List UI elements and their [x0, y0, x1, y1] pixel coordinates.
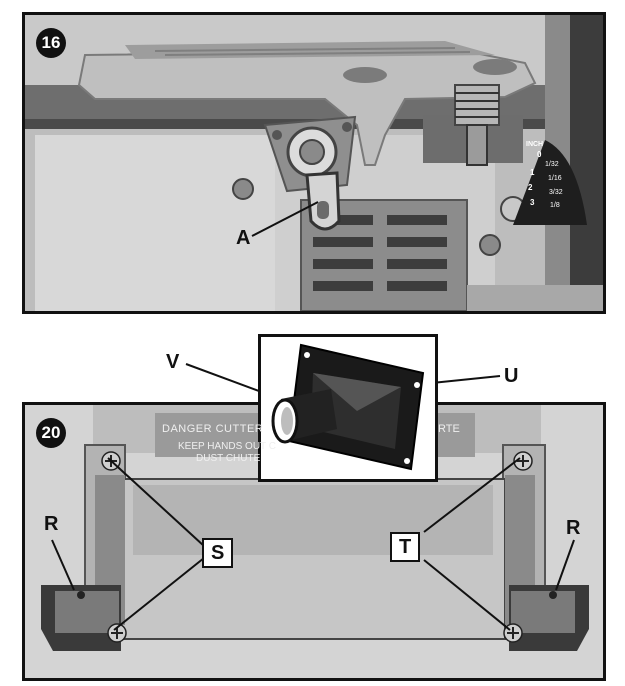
gauge-mark-1-8: 1/8 — [550, 202, 560, 209]
decal-line-1b: RTE — [438, 423, 460, 435]
gauge-unit-label: INCH — [526, 141, 544, 148]
figure-number-badge-16: 16 — [36, 28, 66, 58]
callout-r-left: R — [44, 513, 59, 535]
figure-16-panel — [22, 12, 606, 314]
callout-v: V — [166, 351, 180, 373]
decal-line-1a: DANGER CUTTER — [162, 423, 264, 435]
gauge-mark-2: 2 — [528, 183, 533, 192]
gauge-mark-0: 0 — [537, 150, 542, 159]
gauge-mark-3-32: 3/32 — [549, 189, 563, 196]
callout-r-right: R — [566, 517, 581, 539]
dust-chute-inset — [258, 334, 438, 482]
gauge-mark-3: 3 — [530, 198, 535, 207]
figure-number-badge-20: 20 — [36, 418, 66, 448]
gauge-mark-1: 1 — [530, 168, 535, 177]
figure-16-illustration — [25, 15, 603, 311]
dust-chute-illustration — [261, 337, 435, 479]
callout-a: A — [236, 227, 251, 249]
callout-u: U — [504, 365, 519, 387]
callout-t: T — [390, 532, 421, 562]
callout-s: S — [202, 538, 234, 568]
decal-line-2: KEEP HANDS OUT C — [178, 441, 276, 452]
gauge-mark-1-32: 1/32 — [545, 161, 559, 168]
gauge-mark-1-16: 1/16 — [548, 175, 562, 182]
decal-line-3: DUST CHUTE — [196, 453, 261, 464]
